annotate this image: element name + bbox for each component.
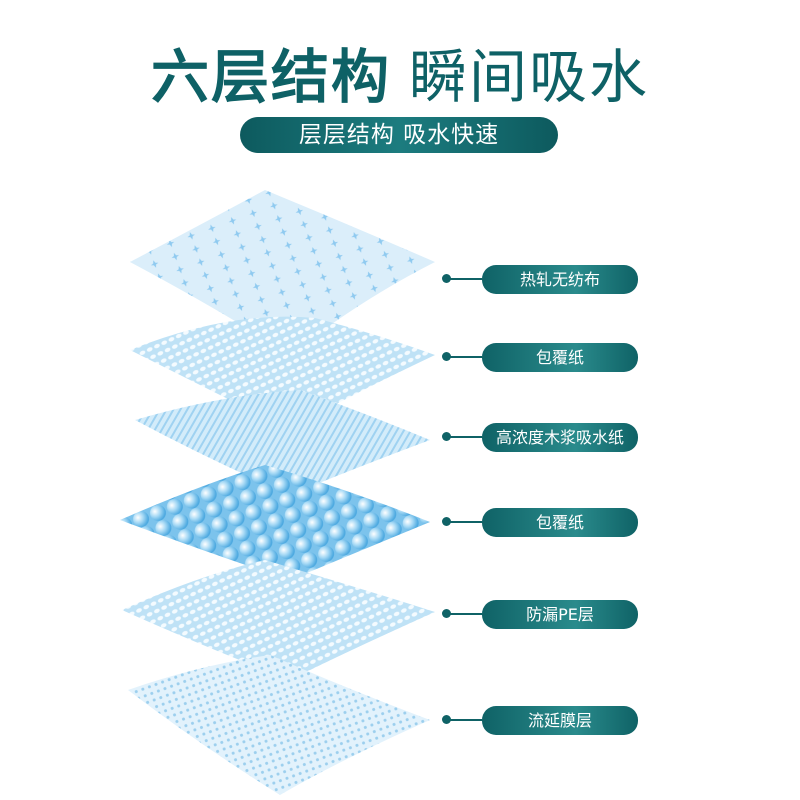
label-pill: 包覆纸 [482, 343, 638, 372]
pointer-dot-icon [442, 517, 451, 526]
label-pill: 防漏PE层 [482, 600, 638, 629]
label-pill: 热轧无纺布 [482, 265, 638, 294]
pointer-line [448, 613, 482, 615]
layer-wrap-paper-2 [120, 465, 430, 580]
layer-wood-pulp [135, 390, 430, 495]
pointer-line [448, 719, 482, 721]
layer-cast-film [128, 655, 430, 795]
pointer-dot-icon [442, 432, 451, 441]
label-pill: 高浓度木浆吸水纸 [482, 423, 638, 452]
layer-nonwoven [130, 190, 435, 355]
pointer-line [448, 521, 482, 523]
pointer-line [448, 278, 482, 280]
pointer-line [448, 356, 482, 358]
subtitle-pill: 层层结构 吸水快速 [240, 117, 558, 153]
title-bold: 六层结构 [150, 43, 391, 111]
pointer-dot-icon [442, 715, 451, 724]
layer-pe [122, 560, 435, 680]
pointer-dot-icon [442, 274, 451, 283]
layer-wrap-paper-1 [130, 316, 435, 430]
label-pill: 流延膜层 [482, 706, 638, 735]
label-pill: 包覆纸 [482, 508, 638, 537]
pointer-dot-icon [442, 352, 451, 361]
page-title: 六层结构瞬间吸水 [0, 30, 800, 114]
title-light: 瞬间吸水 [409, 43, 650, 111]
pointer-dot-icon [442, 609, 451, 618]
pointer-line [448, 436, 482, 438]
